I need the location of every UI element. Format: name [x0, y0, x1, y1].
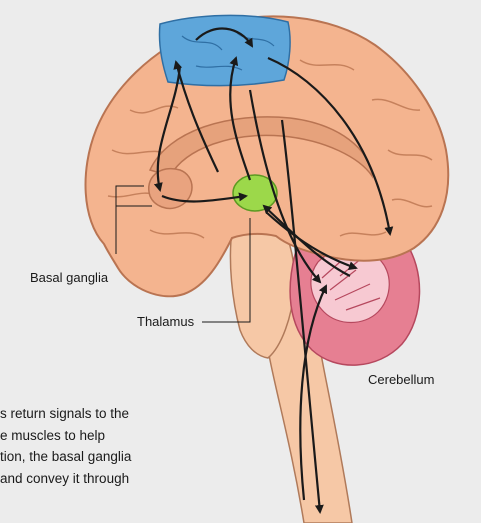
label-basal-ganglia: Basal ganglia	[30, 270, 108, 285]
label-cerebellum: Cerebellum	[368, 372, 434, 387]
label-thalamus: Thalamus	[137, 314, 194, 329]
caption-line: s return signals to the	[0, 403, 340, 425]
caption-line: e muscles to help	[0, 425, 340, 447]
caption-line: tion, the basal ganglia	[0, 446, 340, 468]
caption-line: and convey it through	[0, 468, 340, 490]
caption-text: s return signals to the e muscles to hel…	[0, 403, 340, 489]
basal-ganglia	[149, 169, 192, 209]
